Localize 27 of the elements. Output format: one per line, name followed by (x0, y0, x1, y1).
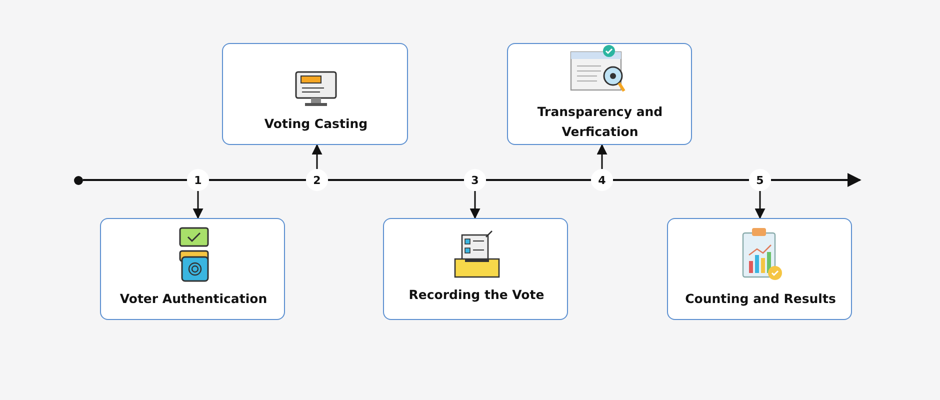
step-title: Transparency and Verfication (536, 103, 664, 141)
step-number: 1 (187, 169, 209, 191)
arrow (312, 144, 322, 169)
start-dot (74, 176, 83, 184)
step-number: 3 (464, 169, 486, 191)
arrow (771, 173, 862, 187)
arrow (754, 191, 766, 220)
arrow (596, 144, 608, 169)
step-number: 2 (306, 169, 328, 191)
step-card (667, 218, 852, 320)
step-card (383, 218, 568, 320)
timeline-line (486, 179, 591, 181)
step-title: Voting Casting (263, 115, 369, 133)
timeline-line (209, 179, 306, 181)
step-title: Recording the Vote (408, 286, 546, 304)
arrow (192, 191, 204, 220)
arrow (470, 191, 480, 220)
step-number: 4 (591, 169, 613, 191)
timeline-line (83, 179, 187, 181)
step-title: Voter Authentication (118, 290, 268, 308)
step-number: 5 (749, 169, 771, 191)
timeline-line (613, 179, 749, 181)
step-card (100, 218, 285, 320)
step-card (222, 43, 408, 145)
timeline-line (328, 179, 464, 181)
step-title: Counting and Results (684, 290, 837, 308)
step-card (507, 43, 692, 145)
